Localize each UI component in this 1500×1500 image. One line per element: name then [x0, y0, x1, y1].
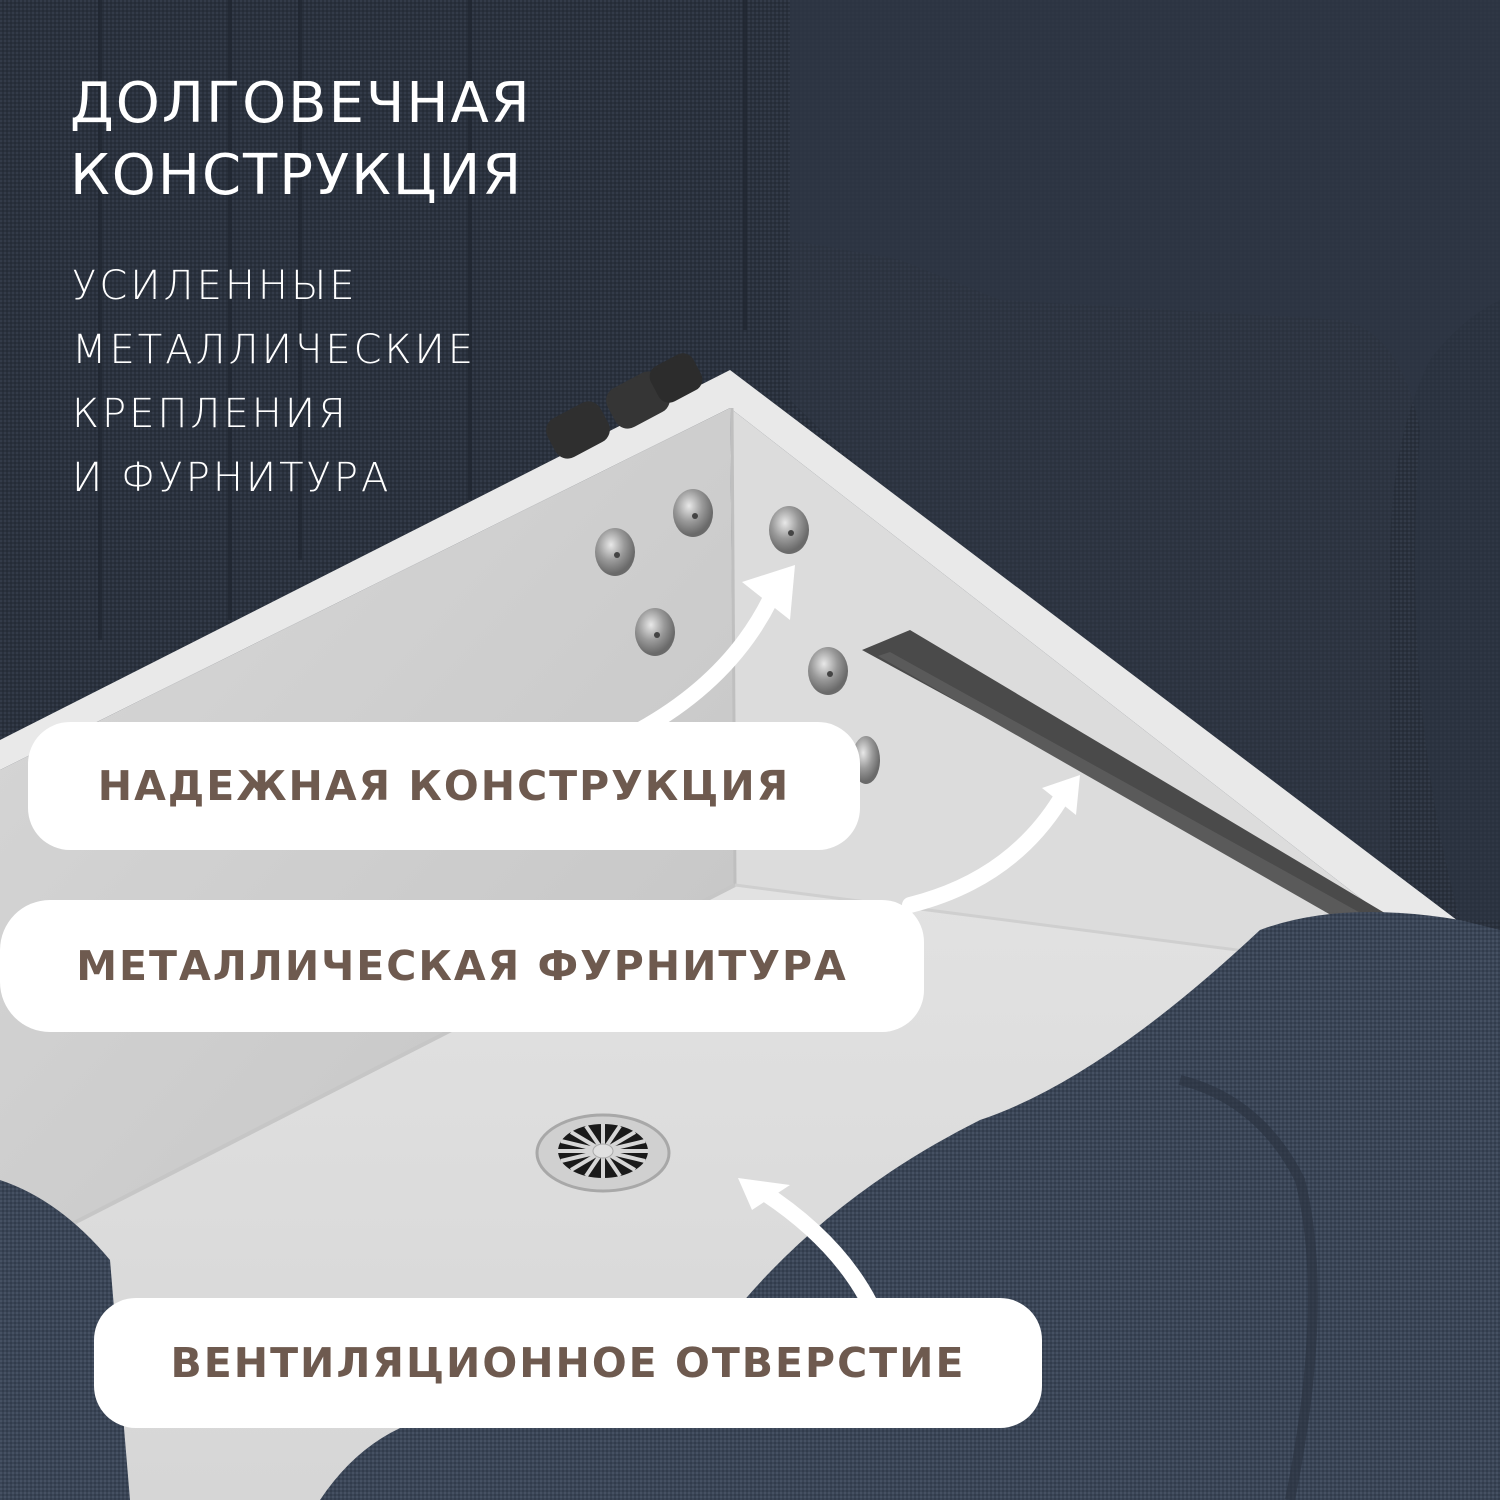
vent-grille-icon [535, 1113, 671, 1193]
headline: ДОЛГОВЕЧНАЯ КОНСТРУКЦИЯ [70, 68, 532, 212]
subline-line-4: И ФУРНИТУРА [72, 455, 392, 501]
arrowheads [738, 565, 1080, 1210]
callout-metal-hardware: МЕТАЛЛИЧЕСКАЯ ФУРНИТУРА [0, 900, 924, 1032]
pleat-lines [98, 0, 747, 640]
callout-label: МЕТАЛЛИЧЕСКАЯ ФУРНИТУРА [76, 942, 848, 990]
subline-line-3: КРЕПЛЕНИЯ [72, 391, 349, 437]
callout-ventilation-hole: ВЕНТИЛЯЦИОННОЕ ОТВЕРСТИЕ [94, 1298, 1042, 1428]
headline-line-1: ДОЛГОВЕЧНАЯ [70, 71, 532, 136]
box-right-wall [730, 408, 1440, 975]
subline: УСИЛЕННЫЕ МЕТАЛЛИЧЕСКИЕ КРЕПЛЕНИЯ И ФУРН… [72, 254, 476, 510]
callout-reliable-construction: НАДЕЖНАЯ КОНСТРУКЦИЯ [28, 722, 860, 850]
bolt-icon [595, 489, 880, 784]
subline-line-2: МЕТАЛЛИЧЕСКИЕ [72, 327, 476, 373]
callout-label: НАДЕЖНАЯ КОНСТРУКЦИЯ [97, 762, 791, 810]
right-cushion [320, 912, 1500, 1500]
hinge-icon [546, 353, 703, 459]
left-cushion [0, 1180, 130, 1500]
headline-line-2: КОНСТРУКЦИЯ [70, 143, 524, 208]
callout-label: ВЕНТИЛЯЦИОННОЕ ОТВЕРСТИЕ [170, 1339, 966, 1387]
subline-line-1: УСИЛЕННЫЕ [72, 263, 358, 309]
